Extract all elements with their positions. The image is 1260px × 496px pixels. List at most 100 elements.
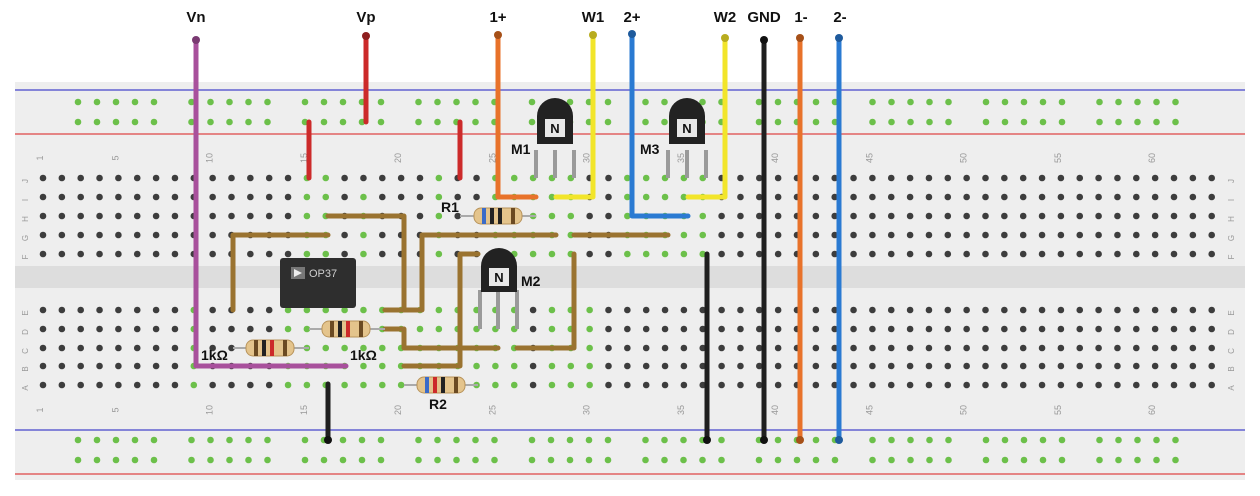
column-number: 15 bbox=[299, 405, 309, 415]
breadboard-hole bbox=[39, 174, 47, 182]
breadboard-hole bbox=[699, 212, 707, 220]
breadboard-hole bbox=[39, 193, 47, 201]
label-vn: Vn bbox=[186, 9, 205, 26]
breadboard-hole bbox=[77, 193, 84, 201]
breadboard-hole bbox=[265, 212, 273, 220]
breadboard-hole bbox=[774, 231, 782, 239]
breadboard-hole bbox=[1133, 344, 1140, 352]
breadboard-hole bbox=[77, 325, 84, 333]
breadboard-hole bbox=[812, 231, 820, 239]
breadboard-hole bbox=[869, 118, 876, 126]
breadboard-hole bbox=[869, 212, 876, 220]
breadboard-hole bbox=[1039, 436, 1047, 444]
breadboard-hole bbox=[115, 212, 122, 220]
breadboard-hole bbox=[774, 325, 782, 333]
breadboard-hole bbox=[415, 98, 422, 106]
row-letter: B bbox=[1227, 366, 1236, 371]
breadboard-hole bbox=[492, 362, 499, 370]
breadboard-hole bbox=[454, 193, 462, 201]
breadboard-hole bbox=[96, 250, 103, 258]
plus2-wire bbox=[629, 31, 691, 219]
breadboard-hole bbox=[661, 325, 669, 333]
breadboard-hole bbox=[850, 325, 857, 333]
breadboard-hole bbox=[529, 381, 537, 389]
breadboard-hole bbox=[944, 250, 952, 258]
resistor-1k-left bbox=[233, 339, 309, 357]
breadboard-hole bbox=[737, 344, 744, 352]
breadboard-hole bbox=[510, 362, 518, 370]
label-minus2: 2- bbox=[833, 9, 846, 26]
breadboard-hole bbox=[171, 381, 179, 389]
breadboard-hole bbox=[529, 362, 537, 370]
breadboard-hole bbox=[586, 250, 593, 258]
breadboard-hole bbox=[774, 344, 782, 352]
breadboard-hole bbox=[265, 306, 273, 314]
breadboard-hole bbox=[1096, 98, 1103, 106]
breadboard-hole bbox=[774, 362, 782, 370]
breadboard-hole bbox=[1076, 193, 1084, 201]
breadboard-hole bbox=[1170, 344, 1178, 352]
breadboard-hole bbox=[605, 306, 612, 314]
breadboard-hole bbox=[1189, 325, 1197, 333]
breadboard-hole bbox=[1133, 250, 1140, 258]
breadboard-hole bbox=[1133, 362, 1140, 370]
breadboard-hole bbox=[188, 118, 195, 126]
breadboard-hole bbox=[303, 193, 311, 201]
breadboard-hole bbox=[547, 436, 555, 444]
breadboard-hole bbox=[1170, 212, 1178, 220]
breadboard-hole bbox=[74, 118, 82, 126]
breadboard-hole bbox=[133, 381, 141, 389]
column-number: 30 bbox=[582, 153, 592, 163]
breadboard-hole bbox=[320, 118, 328, 126]
breadboard-hole bbox=[756, 306, 763, 314]
breadboard-hole bbox=[1095, 306, 1102, 314]
breadboard-hole bbox=[548, 193, 556, 201]
breadboard-hole bbox=[982, 362, 989, 370]
breadboard-hole bbox=[74, 456, 82, 464]
breadboard-hole bbox=[1076, 344, 1084, 352]
breadboard-hole bbox=[1208, 193, 1215, 201]
breadboard-hole bbox=[774, 456, 782, 464]
breadboard-hole bbox=[605, 174, 612, 182]
breadboard-hole bbox=[869, 362, 876, 370]
breadboard-hole bbox=[907, 98, 914, 106]
column-number: 35 bbox=[676, 405, 686, 415]
breadboard-hole bbox=[152, 344, 160, 352]
breadboard-hole bbox=[39, 231, 47, 239]
breadboard-hole bbox=[320, 98, 328, 106]
wire-endpoint bbox=[835, 436, 843, 444]
breadboard-hole bbox=[152, 174, 160, 182]
breadboard-hole bbox=[982, 325, 989, 333]
breadboard-hole bbox=[1095, 212, 1102, 220]
column-number: 50 bbox=[959, 405, 969, 415]
breadboard-hole bbox=[907, 456, 914, 464]
breadboard-hole bbox=[115, 193, 122, 201]
breadboard-hole bbox=[1096, 456, 1103, 464]
breadboard-hole bbox=[566, 98, 574, 106]
breadboard-hole bbox=[93, 118, 101, 126]
breadboard-hole bbox=[925, 250, 933, 258]
breadboard-hole bbox=[96, 174, 103, 182]
breadboard-hole bbox=[301, 436, 309, 444]
breadboard-hole bbox=[96, 344, 103, 352]
breadboard-hole bbox=[435, 306, 443, 314]
label-m1: M1 bbox=[511, 141, 531, 157]
breadboard-hole bbox=[585, 436, 593, 444]
breadboard-hole bbox=[774, 250, 782, 258]
breadboard-hole bbox=[1114, 362, 1121, 370]
breadboard-hole bbox=[115, 306, 122, 314]
breadboard-hole bbox=[131, 98, 139, 106]
breadboard-hole bbox=[586, 344, 593, 352]
breadboard-hole bbox=[1189, 193, 1197, 201]
breadboard-hole bbox=[265, 174, 273, 182]
breadboard-hole bbox=[397, 174, 405, 182]
breadboard-hole bbox=[377, 436, 385, 444]
breadboard-hole bbox=[718, 362, 725, 370]
breadboard-hole bbox=[887, 174, 895, 182]
column-numbers: 1155101015152020252530303535404045455050… bbox=[35, 153, 1157, 415]
breadboard-hole bbox=[415, 118, 422, 126]
breadboard-hole bbox=[1115, 98, 1122, 106]
breadboard-hole bbox=[812, 456, 820, 464]
breadboard-hole bbox=[1001, 212, 1008, 220]
column-number: 1 bbox=[35, 155, 45, 160]
